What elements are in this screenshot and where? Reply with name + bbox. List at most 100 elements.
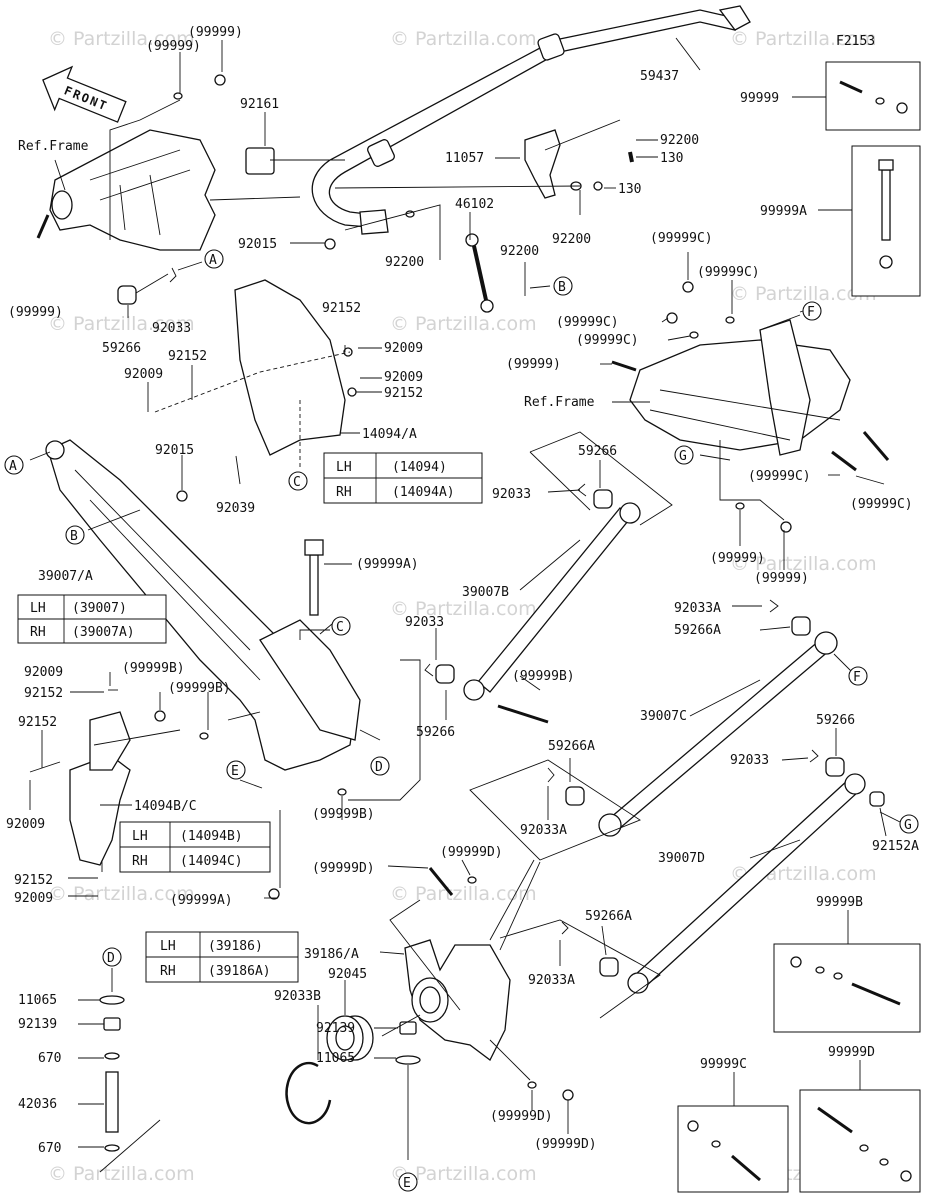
part-label: 59266 [416, 725, 455, 740]
part-label: 11057 [445, 151, 484, 166]
part-label: 92152 [168, 349, 207, 364]
svg-text:LH: LH [132, 829, 148, 844]
callout-g[interactable]: G [904, 818, 912, 833]
watermark: © Partzilla.com [730, 28, 877, 50]
part-label: (99999) [188, 25, 243, 40]
part-label: (99999B) [512, 669, 575, 684]
bushing-59266 [435, 664, 455, 684]
legend-box-99999D: 99999D [799, 1045, 921, 1193]
part-label: 92009 [384, 370, 423, 385]
part-label: (99999D) [534, 1137, 597, 1152]
snap-ring-92033B [285, 1061, 332, 1125]
part-label: 92009 [384, 341, 423, 356]
svg-text:LH: LH [160, 939, 176, 954]
bushing-59266 [825, 757, 845, 777]
part-label: 92015 [155, 443, 194, 458]
watermark: © Partzilla.com [48, 28, 195, 50]
table-14094: LH (14094) RH (14094A) [323, 452, 483, 504]
part-label: 92152 [14, 873, 53, 888]
part-label: 11065 [316, 1051, 355, 1066]
part-label: (99999C) [697, 265, 760, 280]
washer-92152A [869, 791, 885, 807]
part-label: 39007B [462, 585, 509, 600]
watermark: © Partzilla.com [390, 28, 537, 50]
watermark: © Partzilla.com [390, 313, 537, 335]
leader-lines [29, 37, 901, 1173]
callout-f[interactable]: F [807, 305, 815, 320]
part-label: 59266A [585, 909, 632, 924]
part-label: (99999) [146, 39, 201, 54]
callout-e[interactable]: E [231, 764, 239, 779]
part-label: (99999C) [748, 469, 811, 484]
bushing-59266 [117, 285, 137, 305]
fender-14094BC-upper [89, 711, 131, 771]
svg-text:99999B: 99999B [816, 895, 863, 910]
part-label: 59437 [640, 69, 679, 84]
svg-text:RH: RH [132, 854, 148, 869]
part-label: 92200 [552, 232, 591, 247]
part-label: 92009 [6, 817, 45, 832]
part-label: 92009 [124, 367, 163, 382]
part-label: 92200 [500, 244, 539, 259]
table-39186: LH (39186) RH (39186A) [145, 931, 299, 983]
svg-text:99999A: 99999A [760, 204, 807, 219]
part-label: (99999D) [490, 1109, 553, 1124]
part-label: (99999A) [356, 557, 419, 572]
callout-d[interactable]: D [107, 951, 115, 966]
part-label: 92152 [384, 386, 423, 401]
callout-c[interactable]: C [336, 620, 344, 635]
legend-box-99999: 99999 [740, 61, 921, 131]
part-label: (99999D) [440, 845, 503, 860]
part-label: 14094B/C [134, 799, 197, 814]
part-label: (99999) [506, 357, 561, 372]
svg-text:LH: LH [30, 601, 46, 616]
callout-a[interactable]: A [9, 459, 17, 474]
part-label: (99999) [754, 571, 809, 586]
part-label: 92039 [216, 501, 255, 516]
part-label: 92161 [240, 97, 279, 112]
watermark: © Partzilla.com [48, 1163, 195, 1185]
legend-box-99999B: 99999B [773, 895, 921, 1033]
callout-b[interactable]: B [70, 529, 78, 544]
ref-frame-label: Ref.Frame [524, 395, 595, 410]
bushing-59266 [593, 489, 613, 509]
table-39007: LH (39007) RH (39007A) [17, 594, 167, 644]
callout-e[interactable]: E [403, 1176, 411, 1191]
svg-text:(14094A): (14094A) [392, 485, 455, 500]
pin-stack-lower [395, 1021, 421, 1065]
part-labels: (99999) (99999) Ref.Frame (99999) 59437 … [6, 25, 919, 1156]
svg-text:RH: RH [30, 625, 46, 640]
callout-f[interactable]: F [853, 670, 861, 685]
rod-39007B [463, 502, 641, 701]
part-label: 42036 [18, 1097, 57, 1112]
part-label: (99999C) [650, 231, 713, 246]
watermark: © Partzilla.com [730, 553, 877, 575]
part-label: (99999B) [312, 807, 375, 822]
table-14094BC: LH (14094B) RH (14094C) [119, 821, 271, 873]
svg-text:(14094C): (14094C) [180, 854, 243, 869]
part-label: 92033A [528, 973, 575, 988]
svg-text:RH: RH [160, 964, 176, 979]
watermark: © Partzilla.com [730, 283, 877, 305]
callout-c[interactable]: C [293, 475, 301, 490]
callout-g[interactable]: G [679, 449, 687, 464]
part-label: (99999C) [556, 315, 619, 330]
part-label: 670 [38, 1141, 61, 1156]
callout-b[interactable]: B [558, 280, 566, 295]
part-label: 92033 [152, 321, 191, 336]
watermark: © Partzilla.com [390, 1163, 537, 1185]
part-label: 92152 [24, 686, 63, 701]
part-label: 92152A [872, 839, 919, 854]
circle-callouts[interactable]: A B C A B C D E F G F G D E [4, 249, 919, 1192]
legend-box-99999A: 99999A [760, 145, 921, 297]
part-label: 59266A [674, 623, 721, 638]
part-label: 39007C [640, 709, 687, 724]
callout-d[interactable]: D [375, 760, 383, 775]
callout-a[interactable]: A [209, 253, 217, 268]
rod-39007C [598, 631, 838, 837]
part-label: 92139 [18, 1017, 57, 1032]
part-label: 11065 [18, 993, 57, 1008]
part-label: (99999C) [850, 497, 913, 512]
svg-text:(14094B): (14094B) [180, 829, 243, 844]
part-label: (99999A) [170, 893, 233, 908]
